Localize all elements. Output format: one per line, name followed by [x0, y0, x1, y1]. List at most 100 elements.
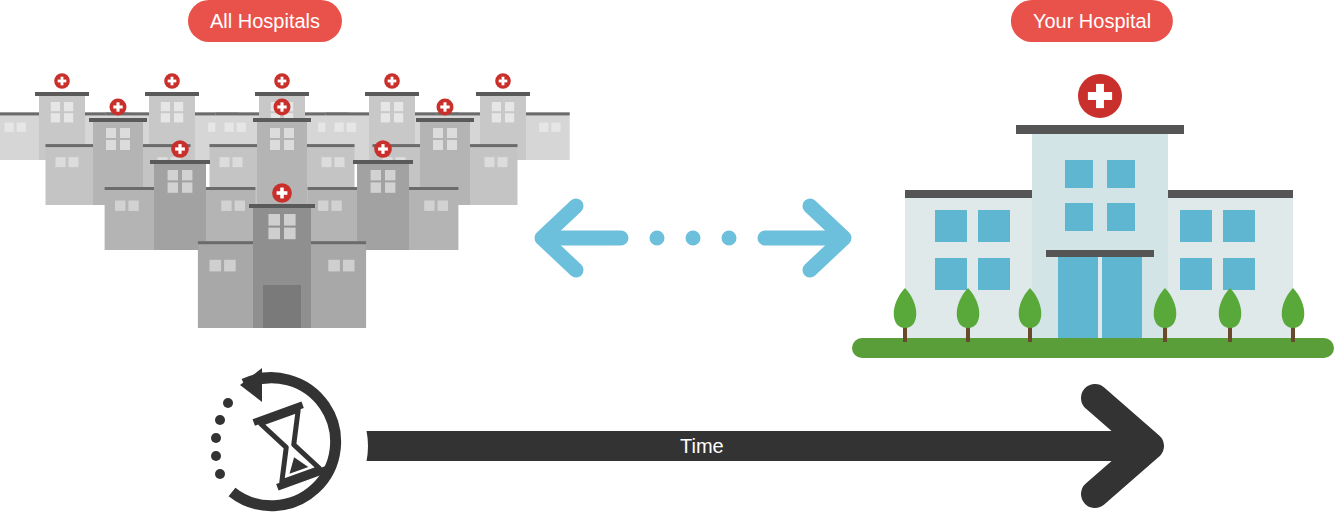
window: [394, 113, 403, 122]
window: [182, 182, 192, 192]
cycle-dot: [211, 433, 221, 443]
window: [210, 260, 222, 272]
window: [17, 123, 26, 132]
heading-pill: Your Hospital: [1011, 0, 1173, 42]
window: [51, 113, 60, 122]
cross-bar: [381, 144, 384, 154]
hourglass-glass: [261, 410, 320, 482]
window: [168, 170, 178, 180]
cross-badge: [374, 140, 392, 158]
window: [371, 182, 381, 192]
window: [174, 113, 183, 122]
hospital-group: Your Hospital: [850, 0, 1334, 360]
cross-badge: [54, 73, 70, 89]
cross-bar: [391, 77, 394, 86]
cross-badge: [1078, 74, 1122, 118]
roof-line: [1016, 125, 1184, 134]
cross-bar: [61, 77, 64, 86]
hospital-cluster: [0, 73, 570, 328]
window: [978, 210, 1010, 242]
window: [328, 260, 340, 272]
window: [268, 228, 280, 240]
door-canopy: [1046, 250, 1154, 257]
window: [284, 214, 296, 226]
tree-crown: [1219, 288, 1242, 328]
window: [174, 102, 183, 111]
cycle-arrowhead: [240, 368, 262, 402]
window: [268, 214, 280, 226]
window: [64, 113, 73, 122]
window: [318, 201, 328, 211]
roof-line: [253, 118, 311, 122]
hourglass: [253, 401, 328, 490]
window: [56, 157, 66, 167]
window: [1180, 258, 1212, 290]
window: [505, 113, 514, 122]
window: [394, 102, 403, 111]
cross-bar: [171, 77, 174, 86]
window: [385, 182, 395, 192]
window: [284, 140, 294, 150]
window: [551, 123, 560, 132]
window: [335, 157, 345, 167]
window: [331, 201, 341, 211]
roof-line: [476, 92, 530, 96]
cross-badge: [171, 140, 189, 158]
window: [492, 113, 501, 122]
building-tower: [253, 204, 311, 328]
window: [935, 210, 967, 242]
roof-line: [35, 92, 89, 96]
window: [438, 201, 448, 211]
cross-badge: [164, 73, 180, 89]
roof-line: [365, 92, 419, 96]
cross-bar: [178, 144, 181, 154]
window: [424, 201, 434, 211]
window: [485, 157, 495, 167]
window: [182, 170, 192, 180]
arrowhead: [542, 206, 576, 270]
cross-badge: [437, 99, 454, 116]
hospital-group: All Hospitals: [0, 0, 530, 340]
window: [220, 157, 230, 167]
double-arrow: [542, 206, 844, 270]
cycle-arc: [232, 378, 336, 506]
window: [270, 128, 280, 138]
window: [270, 140, 280, 150]
window: [1180, 210, 1212, 242]
window: [347, 123, 356, 132]
tree-crown: [1282, 288, 1305, 328]
window: [505, 102, 514, 111]
window: [128, 201, 138, 211]
window: [385, 170, 395, 180]
cycle-dot: [211, 451, 221, 461]
window: [168, 182, 178, 192]
window: [64, 102, 73, 111]
roof-line: [249, 204, 315, 208]
window: [335, 123, 344, 132]
cross-bar: [281, 77, 284, 86]
window: [498, 157, 508, 167]
heading-pill: All Hospitals: [188, 0, 342, 42]
time-arrow: [360, 398, 1150, 494]
window: [115, 201, 125, 211]
roof-line: [150, 160, 210, 164]
window: [233, 157, 243, 167]
cross-badge: [384, 73, 400, 89]
arrowhead: [810, 206, 844, 270]
window: [433, 140, 443, 150]
window: [1065, 203, 1093, 231]
time-bar: [360, 431, 1140, 461]
window: [51, 102, 60, 111]
hourglass-icon: [211, 368, 368, 524]
cycle-dot: [215, 415, 225, 425]
window: [106, 128, 116, 138]
cross-badge: [272, 183, 292, 203]
window: [978, 258, 1010, 290]
roof-line: [416, 118, 474, 122]
door: [263, 285, 301, 328]
cross-bar: [1096, 84, 1104, 108]
window: [492, 102, 501, 111]
window: [371, 170, 381, 180]
door: [1058, 257, 1142, 345]
